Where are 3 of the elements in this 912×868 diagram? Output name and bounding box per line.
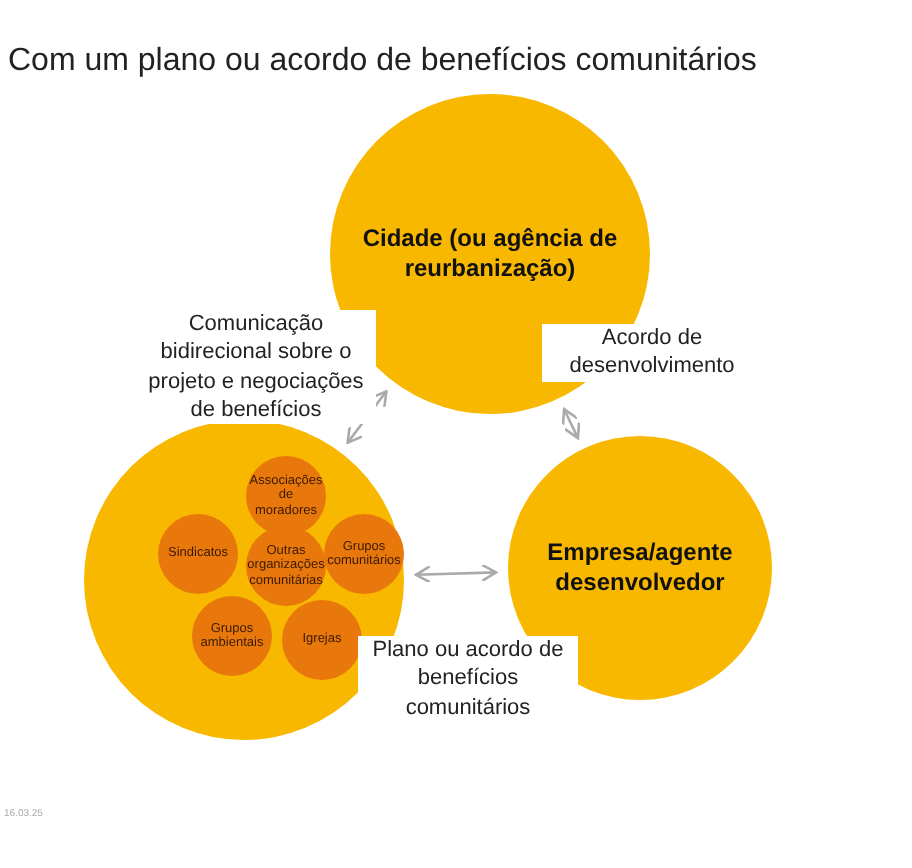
title: Com um plano ou acordo de benefícios comunitários — [8, 44, 757, 80]
double-arrow — [561, 407, 581, 440]
double-arrow — [414, 563, 498, 584]
